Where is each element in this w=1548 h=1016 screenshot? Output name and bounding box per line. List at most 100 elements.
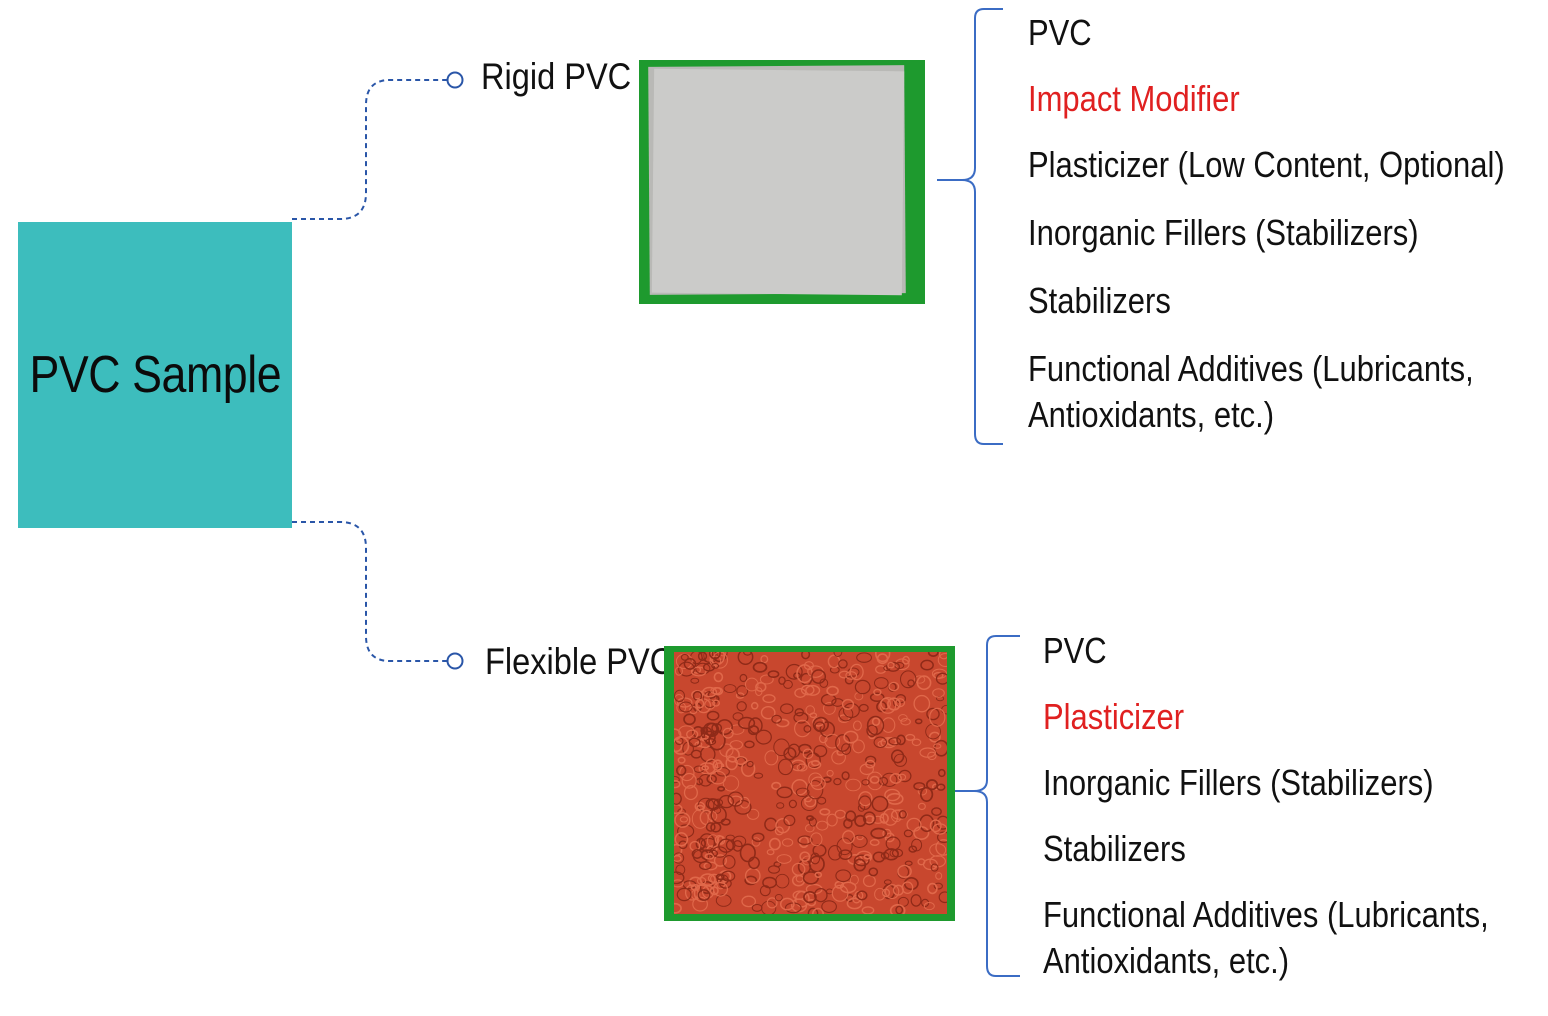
coil-loop <box>737 716 756 730</box>
coil-loop <box>697 737 712 749</box>
coil-loop <box>790 759 806 772</box>
coil-loop <box>935 872 943 880</box>
coil-loop <box>795 787 810 798</box>
coil-loop <box>721 870 736 882</box>
coil-loop <box>914 675 926 684</box>
coil-loop <box>845 810 857 822</box>
coil-loop <box>937 652 947 668</box>
coil-loop <box>835 869 852 883</box>
coil-loop <box>872 851 886 863</box>
coil-loop <box>883 879 892 885</box>
coil-loop <box>764 750 779 766</box>
coil-loop <box>750 701 759 710</box>
coil-loop <box>929 819 942 833</box>
coil-loop <box>766 849 775 856</box>
coil-loop <box>839 881 857 894</box>
component-pvc: PVC <box>1043 630 1107 671</box>
coil-loop <box>833 652 843 657</box>
coil-loop <box>865 759 876 769</box>
coil-loop <box>885 836 901 851</box>
coil-loop <box>846 897 863 910</box>
coil-loop <box>882 808 899 826</box>
coil-loop <box>871 795 889 813</box>
coil-loop <box>936 815 947 830</box>
coil-loop <box>844 675 854 685</box>
coil-loop <box>732 712 744 721</box>
coil-loop <box>812 716 830 733</box>
coil-loop <box>875 665 887 674</box>
connector-flexible <box>292 521 448 662</box>
coil-loop <box>920 659 934 671</box>
coil-loop <box>853 854 870 867</box>
coil-loop <box>739 843 756 863</box>
coil-loop <box>712 759 723 772</box>
coil-loop <box>691 689 704 700</box>
coil-loop <box>688 737 701 748</box>
coil-loop <box>702 686 718 698</box>
coil-loop <box>690 749 702 759</box>
coil-loop <box>706 834 720 848</box>
coil-loop <box>816 820 829 831</box>
component-stabilizers: Stabilizers <box>1043 828 1186 869</box>
coil-loop <box>861 779 870 786</box>
coil-loop <box>858 791 873 807</box>
coil-loop <box>798 835 810 849</box>
coil-loop <box>783 814 796 827</box>
coil-loop <box>698 774 713 787</box>
coil-loop <box>725 755 738 771</box>
coil-loop <box>748 856 760 870</box>
coil-loop <box>896 734 906 746</box>
coil-loop <box>752 661 768 673</box>
coil-loop <box>796 763 808 772</box>
coil-loop <box>869 775 880 784</box>
coil-loop <box>674 855 682 862</box>
coil-loop <box>891 809 908 820</box>
coil-loop <box>708 730 726 751</box>
coil-loop <box>911 738 922 747</box>
coil-loop <box>810 776 826 791</box>
coil-loop <box>813 744 828 758</box>
coil-loop <box>881 772 898 787</box>
coil-loop <box>810 832 823 847</box>
coil-loop <box>841 698 855 710</box>
coil-loop <box>776 802 785 809</box>
coil-loop <box>744 875 758 886</box>
connector-node-flexible <box>446 652 464 670</box>
coil-loop <box>706 774 717 784</box>
coil-loop <box>675 864 686 876</box>
coil-loop <box>845 778 862 792</box>
coil-loop <box>674 666 683 676</box>
connector-node-rigid <box>446 71 464 89</box>
coil-loop <box>751 903 763 912</box>
coil-loop <box>705 822 716 832</box>
coil-loop <box>809 712 818 719</box>
coil-loop <box>927 751 937 761</box>
coil-loop <box>913 782 926 791</box>
coil-loop <box>695 662 711 675</box>
coil-loop <box>885 884 900 900</box>
coil-loop <box>854 679 871 695</box>
coil-loop <box>785 663 803 680</box>
coil-loop <box>690 666 707 677</box>
coil-loop <box>696 804 705 811</box>
connector-rigid <box>292 79 448 220</box>
coil-loop <box>759 674 774 685</box>
coil-loop <box>937 831 947 844</box>
coil-loop <box>775 873 790 889</box>
coil-loop <box>746 760 754 768</box>
coil-loop <box>813 887 828 903</box>
coil-loop <box>892 884 904 896</box>
coil-loop <box>674 792 682 805</box>
coil-loop <box>834 880 845 889</box>
coil-loop <box>760 706 776 720</box>
coil-loop <box>803 724 812 733</box>
coil-loop <box>838 849 853 861</box>
coil-loop <box>932 823 947 835</box>
coil-loop <box>831 698 844 707</box>
coil-loop <box>777 758 794 776</box>
coil-loop <box>707 873 721 883</box>
coil-loop <box>819 808 831 816</box>
coil-loop <box>930 863 939 872</box>
coil-loop <box>898 810 907 819</box>
